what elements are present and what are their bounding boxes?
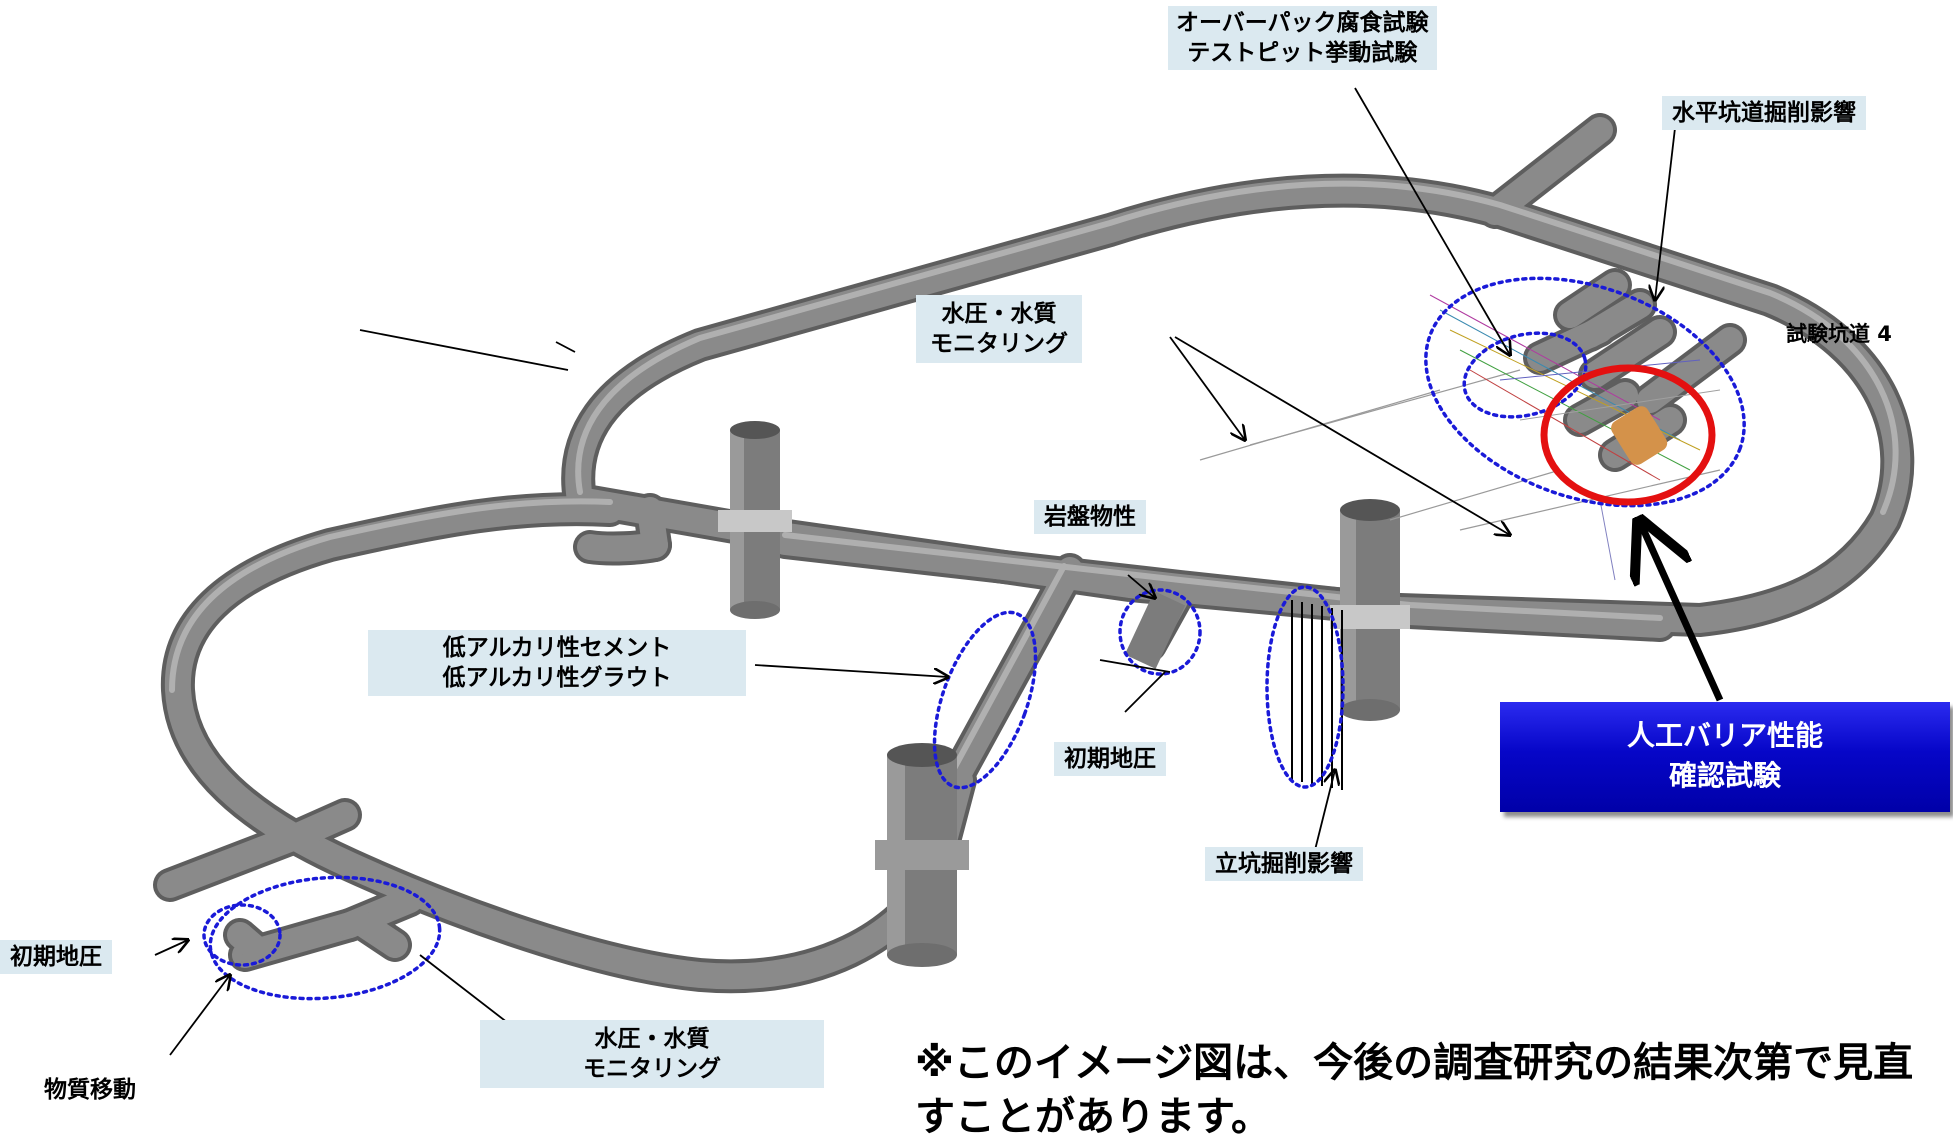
initial-stress-area: [202, 903, 282, 967]
mass-transport-label: 物質移動: [44, 1077, 136, 1103]
monitoring-upper-line-1: 水圧・水質: [941, 301, 1057, 327]
overpack-test-line-2: テストピット挙動試験: [1187, 40, 1418, 66]
underground-facility-diagram: [153, 87, 1915, 1056]
shaft-excavation-label: 立坑掘削影響: [1205, 847, 1363, 881]
buffer-material: [1611, 406, 1668, 465]
monitoring-lower-label: 水圧・水質 モニタリング: [480, 1020, 824, 1088]
horizontal-excavation-label: 水平坑道掘削影響: [1662, 96, 1866, 130]
monitoring-lower-line-1: 水圧・水質: [594, 1026, 710, 1052]
monitoring-boreholes: [1199, 369, 1721, 531]
shaft-1: [718, 421, 792, 619]
engineered-barrier-callout: 人工バリア性能 確認試験: [1500, 702, 1950, 812]
overpack-area: [1462, 331, 1588, 419]
highlight-ring: [1540, 364, 1716, 506]
tunnel-network: [153, 113, 1915, 994]
test-drift-label: 試験坑道 4: [1786, 322, 1892, 346]
monitoring-upper-label: 水圧・水質 モニタリング: [916, 295, 1082, 363]
shafts: [718, 421, 1410, 967]
boreholes: [1291, 600, 1343, 790]
rock-properties-label: 岩盤物性: [1034, 500, 1146, 534]
shaft-2: [1330, 499, 1410, 721]
focus-areas: [202, 276, 1746, 1001]
low-alkali-area: [932, 610, 1038, 790]
low-alkali-label: 低アルカリ性セメント 低アルカリ性グラウト: [368, 630, 746, 696]
shaft-3: [875, 743, 969, 967]
callout-line-1: 人工バリア性能: [1626, 719, 1823, 752]
rock-property-area: [1118, 588, 1202, 676]
leader-lines: [154, 87, 1676, 1056]
initial-stress-left-label: 初期地圧: [0, 940, 112, 974]
callout-line-2: 確認試験: [1668, 759, 1781, 792]
outer-loop-outline: [160, 492, 977, 994]
rock-property-drift: [1124, 591, 1186, 669]
monitoring-lower-line-2: モニタリング: [583, 1056, 721, 1082]
overpack-test-line-1: オーバーパック腐食試験: [1176, 10, 1429, 36]
low-alkali-line-2: 低アルカリ性グラウト: [442, 665, 672, 691]
monitoring-upper-line-2: モニタリング: [930, 331, 1068, 357]
initial-stress-center-label: 初期地圧: [1054, 742, 1166, 776]
low-alkali-line-1: 低アルカリ性セメント: [442, 635, 672, 661]
mass-transport-area: [208, 875, 442, 1001]
disclaimer-note: ※このイメージ図は、今後の調査研究の結果次第で見直すことがあります。: [915, 1040, 1914, 1140]
callout-arrow: [1640, 522, 1724, 702]
upper-right-area: [1424, 276, 1746, 508]
overpack-test-label: オーバーパック腐食試験 テストピット挙動試験: [1168, 6, 1437, 70]
shaft-excavation-area: [1265, 585, 1345, 789]
